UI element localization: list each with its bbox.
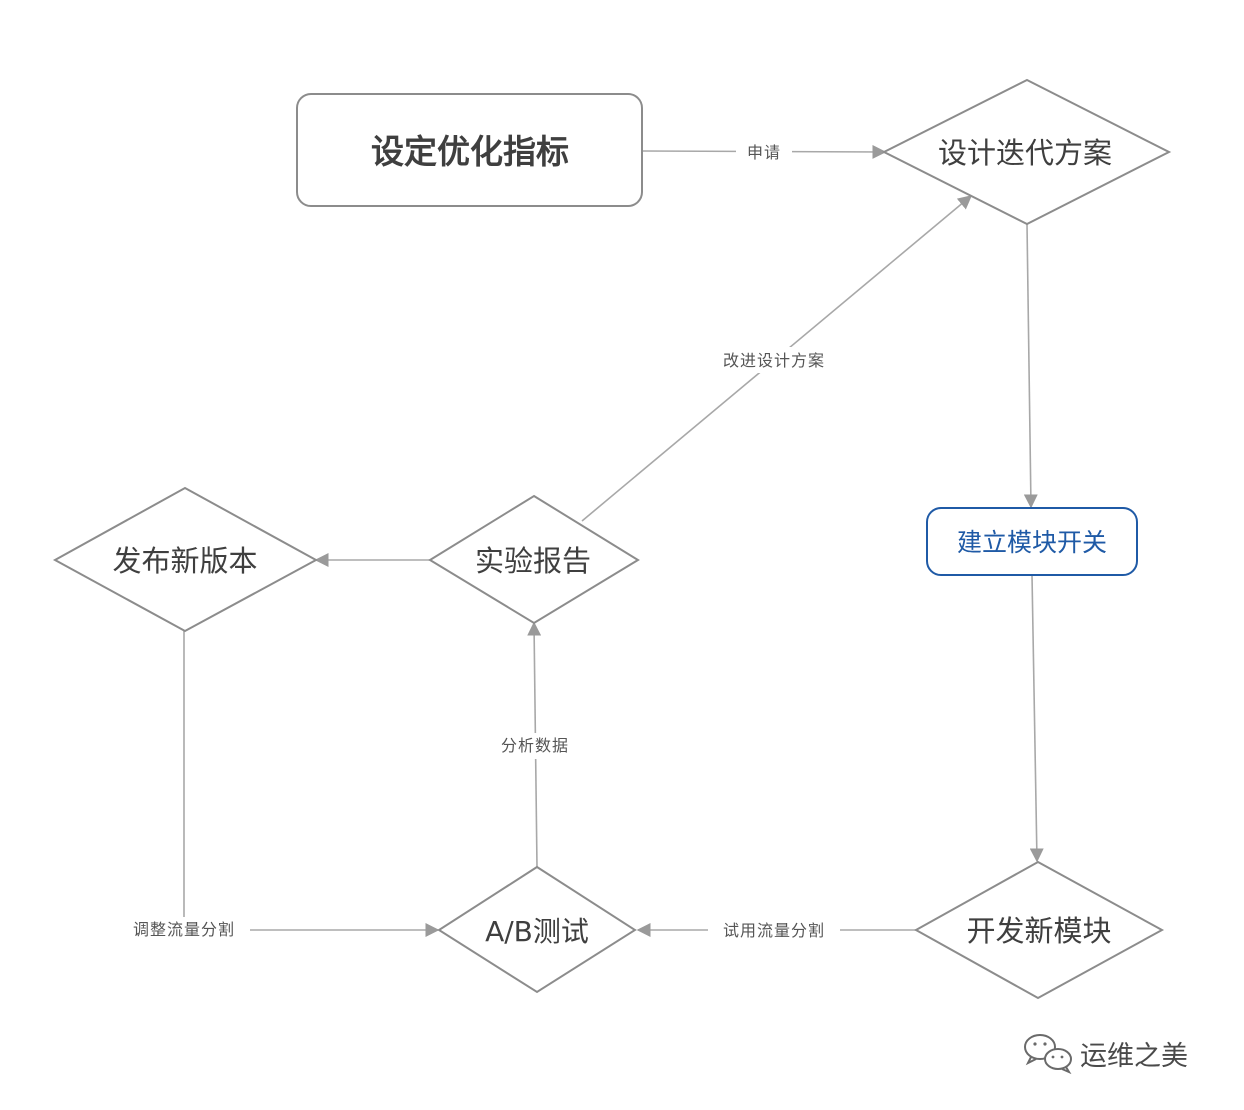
node-set-goal-label: 设定优化指标 [371, 132, 569, 171]
node-exp-report: 实验报告 [428, 494, 640, 625]
edge-label-apply: 申请 [747, 143, 781, 162]
wechat-icon [1024, 1034, 1072, 1075]
node-ab-test: A/B测试 [437, 865, 637, 994]
watermark: 运维之美 [1024, 1034, 1188, 1075]
node-dev-module: 开发新模块 [913, 860, 1165, 1000]
edge-label-adjust-traffic: 调整流量分割 [133, 920, 235, 939]
edge-label-trial-traffic: 试用流量分割 [723, 921, 825, 940]
edge-design-to-switch [1023, 223, 1038, 509]
node-dev-module-shape [913, 860, 1165, 1000]
node-release-shape [52, 486, 319, 633]
node-ab-test-shape [437, 865, 637, 994]
edge-label-analyze-data: 分析数据 [501, 736, 569, 755]
node-module-switch-label: 建立模块开关 [957, 528, 1107, 557]
node-exp-report-label: 实验报告 [475, 544, 591, 578]
node-set-goal-box [296, 93, 643, 207]
node-design-plan-label: 设计迭代方案 [938, 136, 1112, 170]
node-set-goal: 设定优化指标 [296, 93, 643, 207]
node-dev-module-label: 开发新模块 [966, 914, 1111, 948]
edge-labels: 申请 改进设计方案 分析数据 试用流量分割 调整流量分割 [118, 140, 840, 944]
node-design-plan-shape [881, 78, 1172, 226]
node-release: 发布新版本 [52, 486, 319, 633]
watermark-text: 运维之美 [1080, 1041, 1188, 1072]
edge-switch-to-dev [1029, 574, 1044, 863]
node-module-switch: 建立模块开关 [926, 507, 1138, 576]
edge-release-to-ab [183, 630, 440, 937]
node-design-plan: 设计迭代方案 [881, 78, 1172, 226]
edge-label-improve-design: 改进设计方案 [723, 351, 825, 370]
node-exp-report-shape [428, 494, 640, 625]
node-ab-test-label: A/B测试 [485, 915, 589, 948]
node-release-label: 发布新版本 [112, 544, 257, 578]
edges [183, 144, 1044, 937]
node-module-switch-box [926, 507, 1138, 576]
